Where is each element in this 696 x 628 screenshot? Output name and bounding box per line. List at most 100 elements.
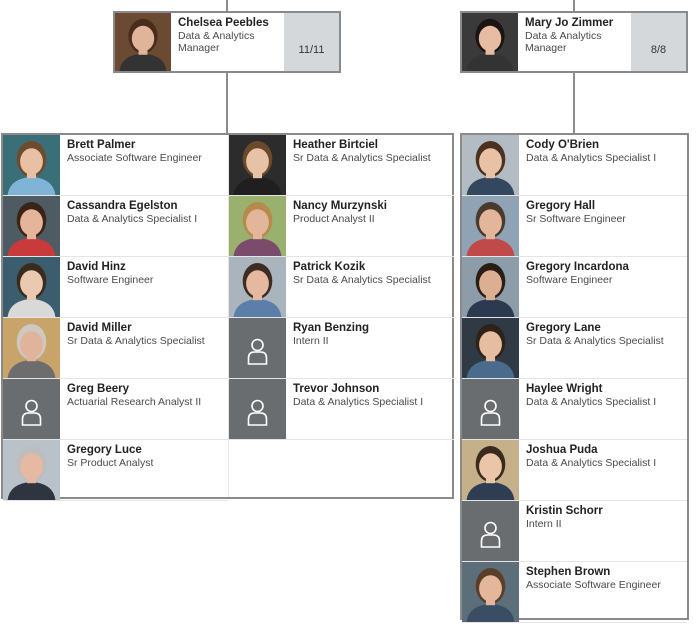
avatar [462,257,519,317]
avatar [462,562,519,622]
person-icon [3,379,60,439]
employee-name: Gregory Incardona [526,261,629,273]
employee-name: David Miller [67,322,132,334]
employee-title: Sr Data & Analytics Specialist [293,152,431,164]
connector-line [573,0,575,11]
person-icon [229,379,286,439]
employee-title: Data & Analytics Specialist I [526,152,657,164]
employee-name: Brett Palmer [67,139,136,151]
avatar [462,135,519,195]
employee-name: Heather Birtciel [293,139,379,151]
employee-title: Actuarial Research Analyst II [67,396,202,408]
avatar [462,440,519,500]
direct-reports-count[interactable]: 11/11 [284,13,339,71]
employee-title: Sr Data & Analytics Specialist [293,274,431,286]
employee-name: Cassandra Egelston [67,200,178,212]
connector-line [573,73,575,133]
employee-title: Associate Software Engineer [67,152,202,164]
employee-name: Cody O'Brien [526,139,600,151]
employee-name: David Hinz [67,261,126,273]
employee-name: Nancy Murzynski [293,200,387,212]
manager-card[interactable]: Mary Jo Zimmer Data & Analytics Manager … [460,11,688,73]
avatar [462,196,519,256]
employee-title: Data & Analytics Specialist I [526,396,657,408]
manager-info: Mary Jo Zimmer Data & Analytics Manager [518,13,631,71]
employee-title: Intern II [526,518,562,530]
person-icon [462,379,519,439]
person-icon [229,318,286,378]
connector-line [226,0,228,11]
employee-title: Intern II [293,335,329,347]
employee-title: Data & Analytics Specialist I [67,213,198,225]
avatar [115,13,171,71]
employee-name: Ryan Benzing [293,322,370,334]
direct-reports-count[interactable]: 8/8 [631,13,686,71]
manager-name: Mary Jo Zimmer [525,17,614,29]
avatar [3,318,60,378]
manager-name: Chelsea Peebles [178,17,269,29]
employee-title: Data & Analytics Specialist I [526,457,657,469]
avatar [3,135,60,195]
avatar [462,13,518,71]
avatar [3,196,60,256]
employee-title: Sr Data & Analytics Specialist [526,335,664,347]
manager-info: Chelsea Peebles Data & Analytics Manager [171,13,284,71]
employee-name: Trevor Johnson [293,383,380,395]
avatar [3,440,60,500]
avatar [462,318,519,378]
employee-name: Joshua Puda [526,444,598,456]
employee-name: Stephen Brown [526,566,611,578]
employee-title: Software Engineer [526,274,613,286]
employee-name: Gregory Hall [526,200,596,212]
column-divider [228,135,229,497]
connector-line [226,73,228,133]
avatar [229,196,286,256]
person-icon [462,501,519,561]
employee-name: Gregory Lane [526,322,601,334]
employee-name: Gregory Luce [67,444,142,456]
employee-title: Data & Analytics Specialist I [293,396,424,408]
avatar [229,257,286,317]
manager-card[interactable]: Chelsea Peebles Data & Analytics Manager… [113,11,341,73]
employee-name: Haylee Wright [526,383,603,395]
employee-name: Greg Beery [67,383,130,395]
employee-title: Sr Data & Analytics Specialist [67,335,205,347]
manager-title: Data & Analytics Manager [178,30,255,54]
employee-title: Software Engineer [67,274,154,286]
